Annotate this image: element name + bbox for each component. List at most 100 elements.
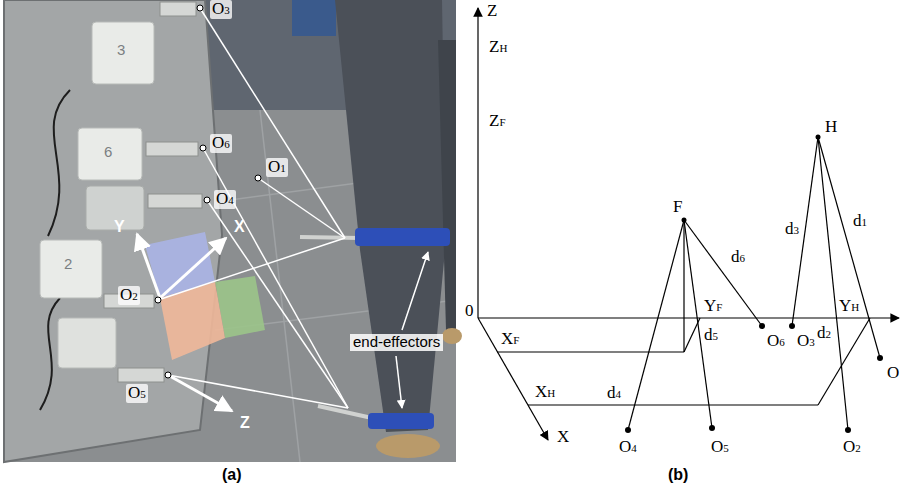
axis-arrow (168, 375, 232, 411)
z-axis (477, 8, 478, 318)
origin-label: 0 (464, 302, 475, 321)
anchor-label: O5 (126, 384, 148, 403)
shoe (442, 328, 462, 344)
y-axis (478, 317, 899, 318)
person-leg (438, 40, 456, 330)
point (709, 425, 715, 431)
point (625, 427, 631, 433)
point (682, 218, 687, 223)
anchor-label: O (886, 364, 900, 383)
distance-label: d1 (852, 212, 868, 231)
coordinate-label: XH (534, 383, 556, 402)
anchor-points (155, 5, 261, 378)
axis-label: X (556, 428, 570, 447)
anchor-label: O4 (214, 190, 236, 209)
pulley-unit (160, 2, 196, 16)
point-label: F (672, 198, 683, 217)
projection-line (683, 220, 684, 352)
chair (292, 0, 336, 36)
anchor-label: O2 (842, 438, 862, 457)
cable (207, 200, 348, 408)
frame-axes (137, 234, 232, 411)
coordinate-label: ZF (488, 112, 507, 131)
axis-arrow (137, 234, 160, 298)
axis-label: Z (486, 2, 498, 21)
anchor-label: O3 (210, 0, 232, 19)
motor-box (58, 318, 116, 368)
motor-number: 6 (104, 144, 112, 161)
callout-label: end-effectors (350, 334, 443, 351)
panel-label: (a) (222, 466, 242, 484)
schematic (478, 8, 899, 440)
cable-line (684, 220, 712, 428)
ankle-strap (368, 413, 434, 429)
axis-label: X (234, 218, 245, 236)
x-axis (478, 318, 548, 440)
power-cable (40, 298, 60, 410)
cable (258, 178, 345, 238)
cable-line (818, 137, 848, 430)
cable (158, 238, 345, 300)
coordinate-label: YF (703, 297, 723, 316)
anchor-label: O3 (796, 332, 816, 351)
cables (158, 8, 348, 408)
distance-label: d6 (730, 248, 746, 267)
anchor-point (204, 197, 210, 203)
anchor-point (197, 5, 203, 11)
anchor-point (255, 175, 261, 181)
motor-number: 2 (64, 256, 72, 273)
anchor-label: O1 (266, 158, 288, 177)
distance-label: d4 (606, 384, 622, 403)
pulley-unit (148, 194, 202, 208)
anchor-label: O2 (118, 286, 140, 305)
frame-plane (160, 282, 225, 360)
power-cable (48, 90, 70, 236)
point (789, 323, 795, 329)
cable (203, 148, 348, 408)
axis-label: Y (114, 218, 125, 236)
point (877, 355, 883, 361)
floor (4, 0, 456, 462)
anchor-point (165, 372, 171, 378)
leader-lines (396, 252, 428, 408)
distance-label: d5 (703, 326, 719, 345)
shoe (376, 434, 440, 458)
end-effector-rod (300, 237, 360, 238)
pulley-unit (146, 142, 198, 156)
motor-box (78, 128, 142, 180)
anchor-label: O5 (710, 438, 730, 457)
axis-arrow (160, 238, 226, 298)
anchor-label: O4 (618, 438, 638, 457)
cable (200, 8, 345, 238)
coordinate-label: ZH (488, 38, 508, 57)
point-label: H (824, 118, 838, 137)
projection-line (497, 351, 684, 352)
pulley-unit (118, 368, 164, 382)
anchor-point (200, 145, 206, 151)
projection-line (528, 404, 818, 405)
anchor-point (155, 297, 161, 303)
point (816, 135, 821, 140)
metal-panel (4, 0, 222, 462)
distance-label: d2 (816, 324, 832, 343)
motor-number: 3 (117, 42, 125, 59)
coordinate-label: YH (838, 297, 860, 316)
motor-box (40, 240, 102, 298)
schematic-points (625, 135, 883, 434)
coordinate-label: XF (500, 330, 520, 349)
leader-line (402, 252, 428, 330)
anchor-label: O6 (210, 134, 232, 153)
point (759, 323, 765, 329)
axis-label: Z (240, 414, 250, 432)
photo-illustration (4, 0, 462, 462)
leader-line (396, 356, 402, 408)
anchor-label: O6 (766, 332, 786, 351)
knee-strap (355, 228, 450, 246)
panel-label: (b) (668, 466, 688, 484)
cable-line (628, 220, 684, 430)
motor-box (92, 22, 154, 84)
point (845, 427, 851, 433)
distance-label: d3 (784, 220, 800, 239)
person-leg (335, 0, 446, 432)
